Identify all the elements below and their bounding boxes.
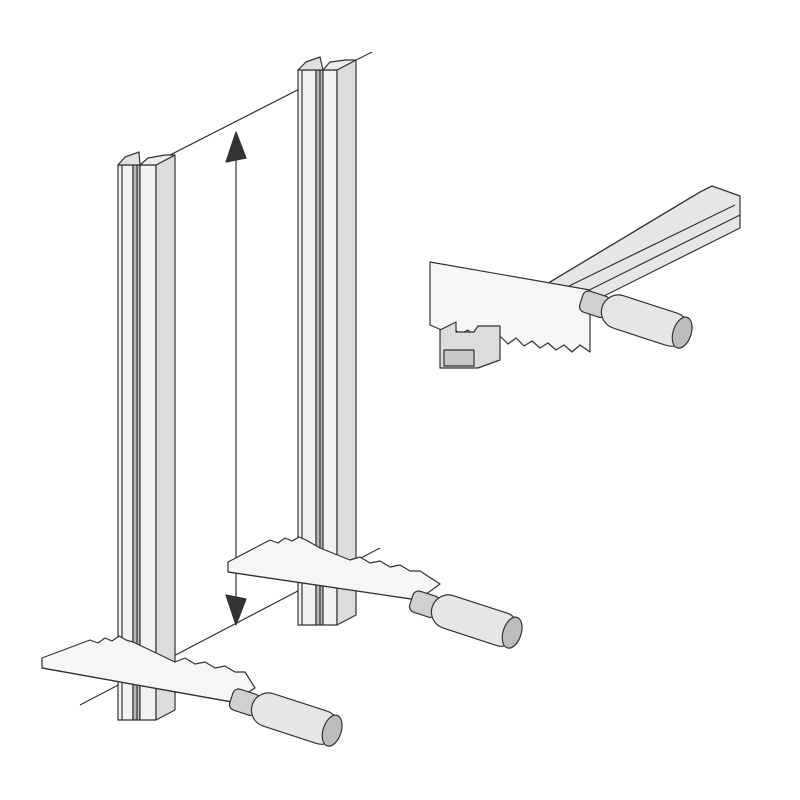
arrow-up-icon — [225, 131, 247, 163]
right-vertical-profile — [297, 56, 357, 626]
saw-handle — [228, 688, 343, 747]
left-vertical-profile — [117, 151, 176, 721]
right-hacksaw — [227, 536, 523, 649]
saw-handle — [408, 590, 523, 649]
inset-cutting-channel — [429, 185, 741, 369]
arrow-down-icon — [225, 594, 247, 626]
left-hacksaw — [41, 635, 343, 747]
saw-blade — [227, 536, 441, 601]
saw-handle — [578, 290, 693, 349]
saw-blade — [41, 635, 256, 703]
